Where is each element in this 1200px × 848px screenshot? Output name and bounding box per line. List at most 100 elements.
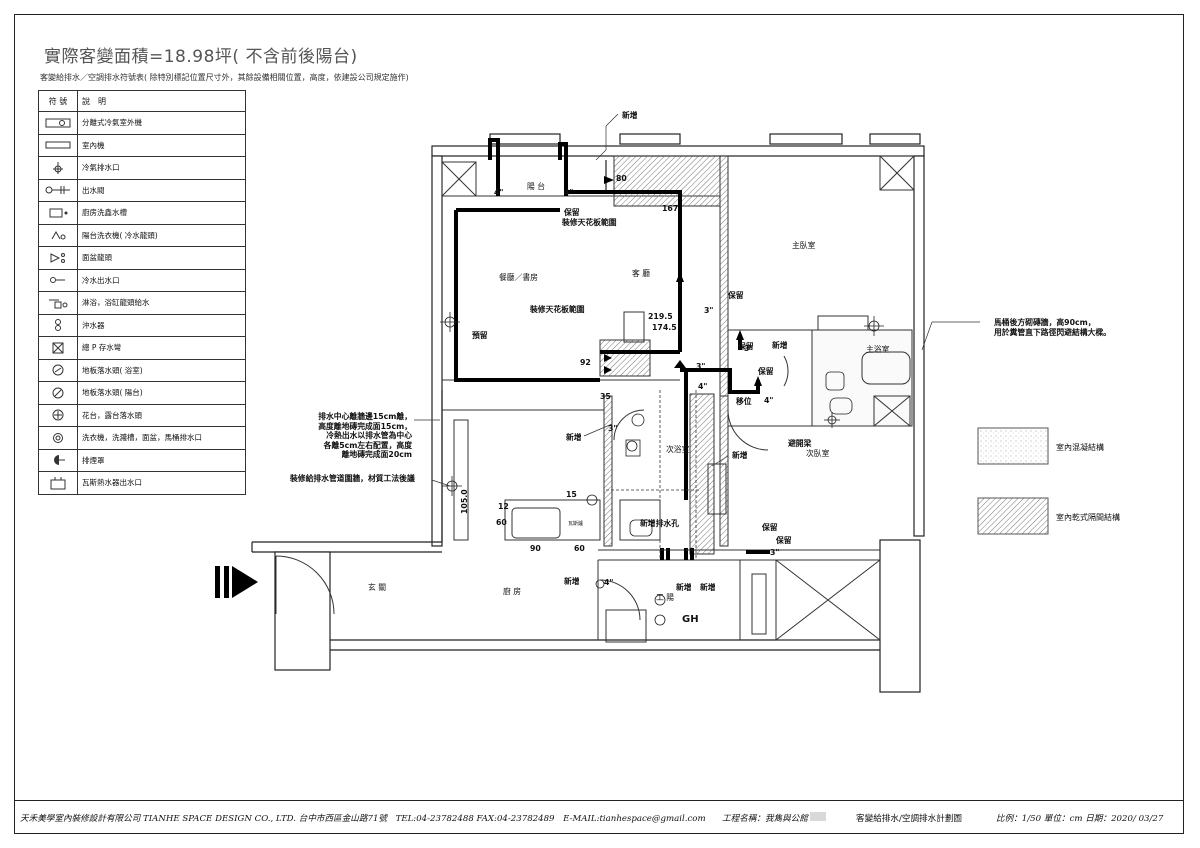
room-bath: 次浴室: [666, 445, 690, 454]
legend-row: 出水閥: [38, 178, 246, 202]
legend-header-row: 符 號 說 明: [38, 90, 246, 112]
label-new-1: 新增: [772, 341, 788, 350]
label-pipe-3d: 3": [770, 548, 780, 557]
label-new-top: 新增: [622, 111, 638, 120]
label-ceiling-range-2: 裝修天花板範圍: [530, 305, 585, 314]
drain-note-line: 各離5cm左右配置，高度: [323, 440, 412, 450]
legend-row: 地板落水頭( 浴室): [38, 358, 246, 382]
legend-subtitle: 客變給排水／空調排水符號表( 除特別標記位置尺寸外，其餘設備相關位置，高度，依建…: [40, 73, 409, 82]
entry-arrow-icon: [215, 566, 258, 598]
label-cooktop: 瓦斯爐: [568, 521, 584, 527]
drain-note-line: 高度離地磚完成面15cm，: [318, 421, 412, 431]
label-dim-60a: 60: [574, 544, 585, 553]
room-second-bed: 次臥室: [806, 449, 830, 458]
label-dim-12: 12: [498, 502, 509, 511]
label-pipe-4b: 4": [564, 188, 574, 197]
legend-row: 廚房洗鑫水槽: [38, 201, 246, 225]
room-master-bath: 主浴室: [866, 345, 890, 354]
label-keep-3: 保留: [758, 367, 774, 376]
leader-lines: [414, 113, 980, 487]
drawing-title: 實際客變面積=18.98坪( 不含前後陽台): [44, 47, 358, 67]
label-pipe-3a: 3": [704, 306, 714, 315]
label-dim-35: 35: [600, 392, 611, 401]
pipe-wall-note: 裝修給排水管道圍牆，材質工法後議: [290, 474, 415, 483]
drain-note-line: 排水中心離牆邊15cm離，: [318, 412, 412, 421]
label-move: 移位: [736, 397, 752, 406]
label-dim-60b: 60: [496, 518, 507, 527]
legend-row: 室內機: [38, 133, 246, 157]
label-dim-174: 174.5: [652, 323, 677, 332]
concrete-swatch: [977, 427, 1049, 465]
drawing-frame: [14, 14, 1184, 834]
symbol-legend-table: 符 號 說 明 分離式冷氣室外機室內機冷氣排水口出水閥廚房洗鑫水槽陽台洗衣機( …: [38, 90, 246, 495]
project-name: 工程名稱：我雋與公館: [722, 812, 826, 824]
legend-row: 瓦斯熱水器出水口: [38, 471, 246, 495]
label-new-6: 新增: [700, 583, 716, 592]
label-add-window: 新增排水孔: [640, 519, 679, 528]
toilet-note-line: 馬桶後方砌磚牆，高90cm，: [994, 318, 1096, 327]
drawing-meta: 比例：1/50 單位：cm 日期：2020/ 03/27: [996, 814, 1164, 824]
pipe-arrows: [604, 176, 762, 386]
legend-description: 分離式冷氣室外機: [77, 111, 246, 135]
label-dim-90: 90: [530, 544, 541, 553]
label-pipe-3b: 3": [744, 344, 754, 353]
drawing-name: 客變給排水/空調排水計劃圖: [856, 814, 963, 824]
company-info: 天禾美學室內裝修設計有限公司 TIANHE SPACE DESIGN CO., …: [20, 814, 706, 824]
room-entry: 玄 關: [368, 583, 387, 592]
label-pipe-4d: 4": [764, 396, 774, 405]
room-balcony: 陽 台: [527, 182, 546, 191]
label-pipe-4a: 4": [494, 188, 504, 197]
legend-row: 面盆龍頭: [38, 246, 246, 270]
toilet-note-line: 用於糞管直下路徑閃避結構大樑。: [994, 327, 1111, 337]
label-dim-105: 105.0: [460, 489, 469, 514]
drain-pipes: [454, 138, 770, 560]
drain-symbols: [440, 312, 884, 626]
legend-description: 陽台洗衣機( 冷水龍頭): [77, 223, 246, 247]
room-living: 客 廳: [632, 269, 651, 278]
label-new-2: 新增: [566, 433, 582, 442]
legend-description: 出水閥: [77, 178, 246, 202]
concrete-legend-label: 室內混凝結構: [1056, 443, 1104, 452]
legend-description: 瓦斯熱水器出水口: [77, 471, 246, 495]
legend-row: 排煙罩: [38, 448, 246, 472]
room-kitchen: 廚 房: [503, 587, 522, 596]
title-block-divider: [14, 800, 1184, 801]
label-dim-80: 80: [616, 174, 627, 183]
label-keep-2: 保留: [738, 342, 754, 351]
legend-row: 冷水出水口: [38, 268, 246, 292]
room-master: 主臥室: [792, 241, 816, 250]
legend-row: 總 P 存水彎: [38, 336, 246, 360]
legend-description: 廚房洗鑫水槽: [77, 201, 246, 225]
partitions: [275, 155, 915, 643]
legend-row: 分離式冷氣室外機: [38, 111, 246, 135]
label-dim-167: 167: [662, 204, 679, 213]
dashed-lines: [606, 390, 700, 560]
dry-partition-legend-label: 室內乾式隔間結構: [1056, 513, 1120, 522]
label-dim-92: 92: [580, 358, 591, 367]
legend-row: 地板落水頭( 陽台): [38, 381, 246, 405]
toilet-note: 馬桶後方砌磚牆，高90cm， 用於糞管直下路徑閃避結構大樑。: [994, 318, 1111, 337]
label-keep-4: 保留: [762, 523, 778, 532]
label-avoid-beam: 避開梁: [788, 439, 812, 448]
drain-note: 排水中心離牆邊15cm離， 高度離地磚完成面15cm， 冷熱出水以排水管為中心 …: [288, 412, 412, 460]
walls: [251, 133, 925, 693]
legend-row: 陽台洗衣機( 冷水龍頭): [38, 223, 246, 247]
dry-partition-swatch: [977, 497, 1049, 535]
label-new-3: 新增: [732, 451, 748, 460]
legend-row: 花台，露台落水頭: [38, 403, 246, 427]
label-dim-219: 219.5: [648, 312, 673, 321]
water-outlet-valve-icon: [38, 178, 78, 202]
label-keep-1: 保留: [728, 291, 744, 300]
label-pipe-4c: 4": [698, 382, 708, 391]
label-keep-balcony: 保留: [564, 208, 580, 217]
legend-row: 冷氣排水口: [38, 156, 246, 180]
label-pipe-3e: 3": [608, 424, 618, 433]
room-service: 工 陽: [656, 593, 675, 602]
drain-note-line: 離地磚完成面20cm: [341, 450, 412, 459]
legend-row: 淋浴，浴缸龍頭給水: [38, 291, 246, 315]
label-reserve: 預留: [472, 331, 488, 340]
label-keep-5: 保留: [776, 536, 792, 545]
room-dining-study: 餐廳／書房: [499, 273, 538, 282]
drain-note-line: 冷熱出水以排水管為中心: [326, 431, 412, 440]
